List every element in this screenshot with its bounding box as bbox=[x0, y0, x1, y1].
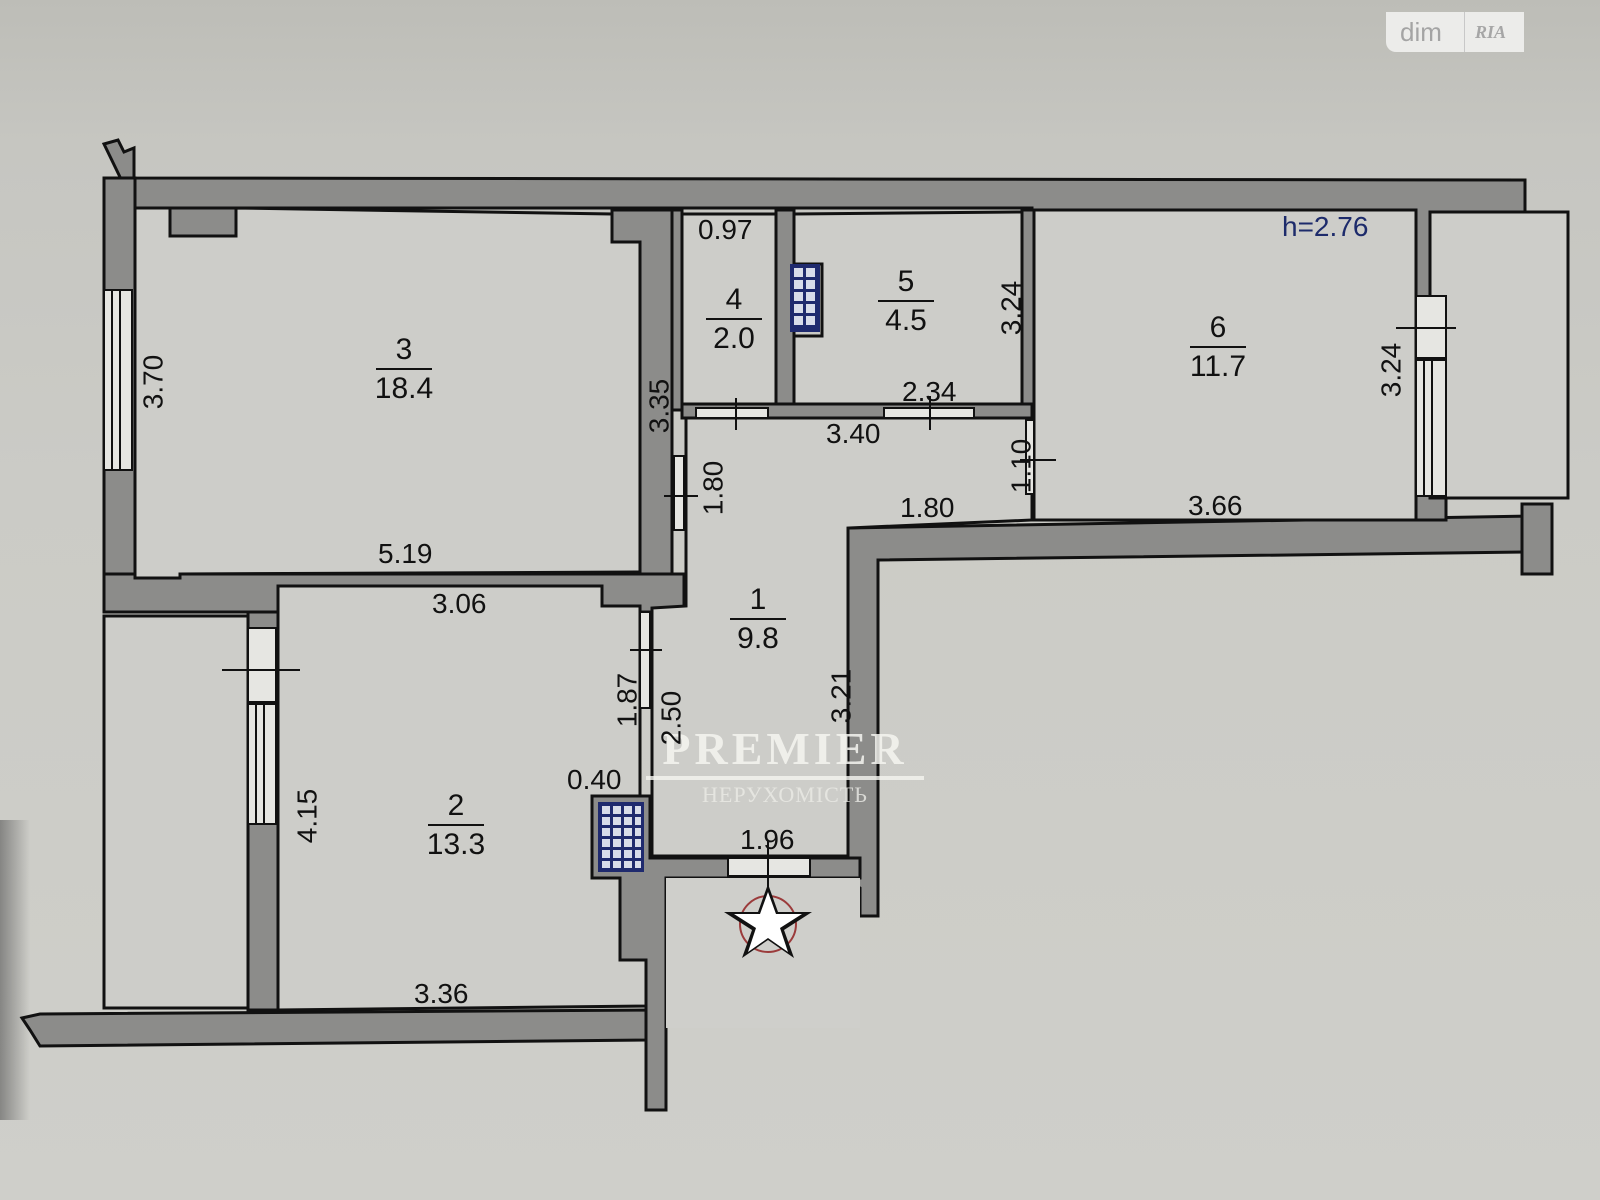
logo-text: dim bbox=[1400, 16, 1442, 47]
door-room3 bbox=[673, 455, 685, 531]
room-6-floor bbox=[1032, 208, 1418, 522]
dim-r2-left: 4.15 bbox=[291, 788, 323, 844]
door-room4 bbox=[695, 407, 769, 419]
wall-hall-right bbox=[846, 514, 1532, 918]
star-icon bbox=[724, 884, 812, 958]
wall-bottom bbox=[19, 1008, 648, 1048]
dim-r3-bottom: 5.19 bbox=[378, 538, 433, 569]
window-room3 bbox=[103, 289, 133, 471]
balcony-left bbox=[102, 614, 250, 1010]
shadow bbox=[0, 820, 30, 1120]
dim-r2-bottom: 3.36 bbox=[414, 978, 469, 1009]
watermark-rule bbox=[646, 776, 924, 780]
door-room2 bbox=[639, 611, 651, 709]
dim-r6-right: 3.24 bbox=[1375, 342, 1407, 398]
column bbox=[168, 206, 238, 238]
dim-r3-left: 3.70 bbox=[137, 354, 169, 410]
dim-ria-logo[interactable]: dim RIA bbox=[1386, 12, 1524, 52]
dim-hall-left-lower: 2.50 bbox=[655, 690, 687, 746]
dim-r6-bottom: 3.66 bbox=[1188, 490, 1243, 521]
dim-hall-left: 1.80 bbox=[697, 460, 729, 516]
door-room2-balcony bbox=[247, 627, 277, 703]
window-room2 bbox=[247, 703, 277, 825]
door-room6 bbox=[1025, 419, 1035, 495]
dim-r3-right: 3.35 bbox=[643, 378, 675, 434]
dim-hall-bottom: 1.96 bbox=[740, 824, 795, 855]
room-4-floor bbox=[680, 212, 778, 406]
dim-r5-bottom: 2.34 bbox=[902, 376, 957, 407]
dim-hall-right: 3.21 bbox=[825, 668, 857, 724]
dim-hall-right-short: 1.10 bbox=[1005, 438, 1037, 494]
dim-r2-right: 1.87 bbox=[611, 672, 643, 728]
watermark-subtitle: НЕРУХОМІСТЬ bbox=[702, 782, 868, 807]
dim-r2-top: 3.06 bbox=[432, 588, 487, 619]
dim-hall-mid: 1.80 bbox=[900, 492, 955, 523]
room-2-floor bbox=[276, 584, 648, 1012]
logo-badge: RIA bbox=[1475, 21, 1507, 42]
dim-r5-right: 3.24 bbox=[995, 280, 1027, 336]
dim-r4-top: 0.97 bbox=[698, 214, 753, 245]
watermark: PREMIER НЕРУХОМІСТЬ bbox=[640, 726, 930, 808]
balcony-right bbox=[1428, 210, 1570, 500]
ceiling-height: h=2.76 bbox=[1282, 211, 1369, 242]
room-3-floor bbox=[133, 206, 642, 580]
dim-r2-niche: 0.40 bbox=[567, 764, 622, 795]
logo-divider bbox=[1464, 12, 1465, 52]
dim-hall-top: 3.40 bbox=[826, 418, 881, 449]
watermark-brand: PREMIER bbox=[662, 723, 908, 774]
